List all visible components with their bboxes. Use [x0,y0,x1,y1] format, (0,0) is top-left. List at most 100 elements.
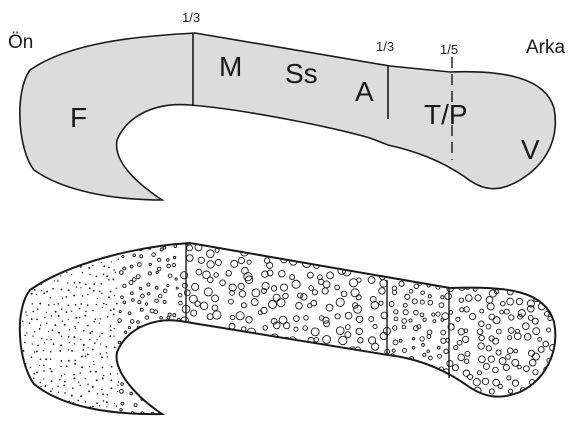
texture-dot [145,303,147,305]
texture-dot [317,398,325,406]
texture-dot [416,378,421,383]
texture-dot [150,309,154,313]
texture-dot [26,332,27,333]
texture-dot [273,294,280,301]
texture-dot [165,346,168,349]
texture-dot [500,397,507,404]
texture-dot [362,405,368,411]
texture-dot [298,293,303,298]
texture-dot [205,355,210,360]
texture-dot [371,302,379,310]
texture-dot [163,300,166,303]
texture-dot [501,301,506,306]
texture-dot [43,275,44,276]
texture-dot [313,412,321,420]
texture-dot [333,249,339,255]
texture-dot [550,286,557,293]
texture-dot [427,330,432,335]
texture-dot [560,373,565,378]
texture-dot [31,238,33,240]
texture-dot [173,256,175,258]
texture-dot [177,389,181,393]
texture-dot [158,408,160,410]
texture-dot [70,245,72,247]
texture-dot [366,409,373,416]
texture-dot [178,343,186,351]
texture-dot [345,402,353,410]
texture-dot [294,316,300,322]
texture-dot [493,278,498,283]
texture-dot [31,318,33,320]
texture-dot [540,381,546,387]
texture-dot [211,403,218,410]
texture-dot [101,293,102,294]
texture-dot [308,235,313,240]
texture-dot [133,254,136,257]
texture-dot [314,338,318,342]
texture-dot [477,371,481,375]
texture-dot [525,240,532,247]
texture-dot [458,329,464,335]
texture-dot [400,361,405,366]
texture-dot [31,293,33,295]
texture-dot [82,295,83,296]
texture-dot [473,379,480,386]
texture-dot [167,285,169,287]
texture-dot [508,265,515,272]
texture-dot [548,294,555,301]
region-label-V: V [521,134,540,165]
texture-dot [373,324,377,328]
texture-dot [111,261,112,262]
texture-dot [87,294,88,295]
texture-dot [68,360,70,362]
texture-dot [140,308,143,311]
texture-dot [264,238,268,242]
texture-dot [285,378,290,383]
texture-dot [34,246,36,248]
texture-dot [499,358,506,365]
texture-dot [78,322,79,323]
texture-dot [500,235,506,241]
texture-dot [79,282,81,284]
texture-dot [53,343,55,345]
texture-dot [52,246,53,247]
texture-dot [504,309,509,314]
texture-dot [493,254,500,261]
texture-dot [174,371,178,375]
texture-dot [197,366,202,371]
texture-dot [132,344,136,348]
texture-dot [92,310,94,312]
texture-dot [147,283,150,286]
texture-dot [458,354,465,361]
texture-dot [368,238,374,244]
texture-dot [17,386,19,388]
texture-dot [360,359,368,367]
texture-dot [402,325,406,329]
texture-dot [64,240,65,241]
texture-dot [64,412,65,413]
texture-dot [23,398,25,400]
texture-dot [260,346,267,353]
texture-dot [102,378,104,380]
texture-dot [456,279,463,286]
texture-dot [250,410,255,415]
texture-dot [130,381,133,384]
texture-dot [238,283,244,289]
region-label-Ss: Ss [285,58,318,89]
texture-dot [245,372,250,377]
texture-dot [496,329,501,334]
texture-dot [356,239,362,245]
texture-dot [110,329,112,331]
texture-dot [106,251,108,253]
texture-dot [484,236,491,243]
texture-dot [152,386,155,389]
texture-dot [44,317,45,318]
texture-dot [15,295,17,297]
texture-dot [123,238,126,241]
texture-dot [369,263,374,268]
texture-dot [257,380,262,385]
texture-dot [263,340,268,345]
texture-dot [18,281,19,282]
texture-dot [110,387,112,389]
texture-dot [114,295,115,296]
